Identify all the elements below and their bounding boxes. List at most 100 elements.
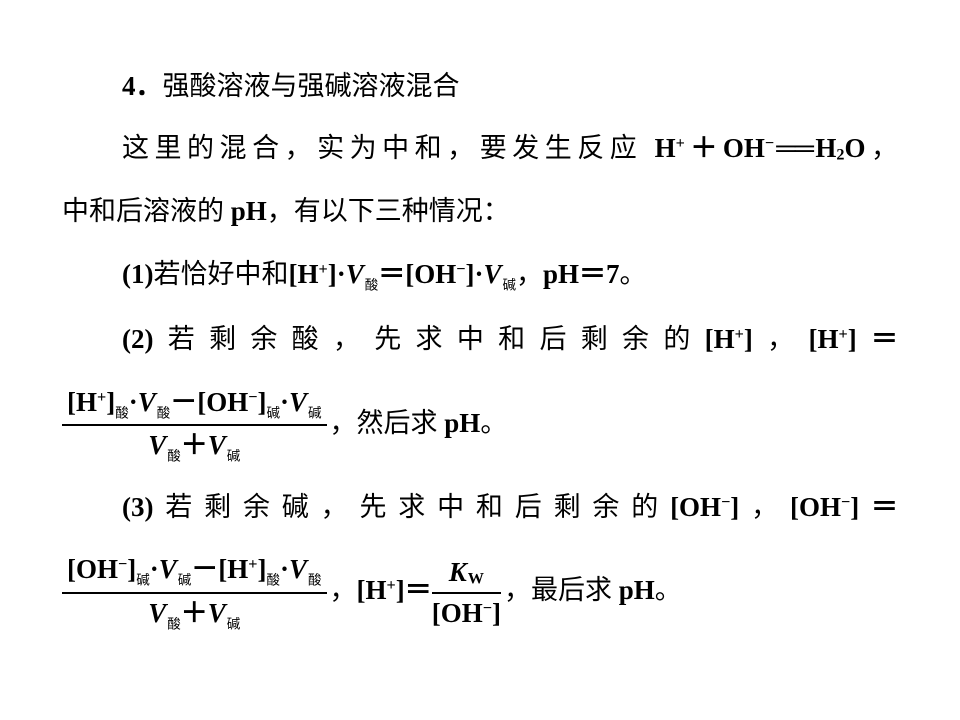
case-1-line: (1)若恰好中和[H+]·V酸＝[OH−]·V碱，pH＝7。 bbox=[62, 258, 898, 294]
cn-subscript-text: 碱 bbox=[266, 405, 281, 420]
formula-text: ] bbox=[730, 491, 740, 522]
formula-text: ＋ bbox=[684, 133, 723, 164]
formula-text: [OH bbox=[67, 554, 118, 585]
superscript-text: − bbox=[248, 387, 258, 406]
formula-text: ＋ bbox=[180, 430, 208, 461]
superscript-text: − bbox=[456, 259, 466, 278]
cn-subscript-text: 碱 bbox=[177, 572, 192, 588]
superscript-text: + bbox=[386, 576, 396, 595]
fraction-numerator: KW bbox=[431, 556, 501, 594]
variable-text: V bbox=[207, 597, 226, 628]
body-text: ， bbox=[739, 491, 790, 522]
formula-text: [H bbox=[288, 258, 319, 289]
formula-text: ＝ bbox=[378, 258, 406, 289]
superscript-text: + bbox=[318, 259, 328, 278]
fraction: KW[OH−] bbox=[431, 556, 501, 629]
heading-line: 4．强酸溶液与强碱溶液混合 bbox=[62, 70, 898, 102]
variable-text: V bbox=[137, 386, 156, 417]
body-text: 。 bbox=[619, 258, 647, 289]
formula-text: · bbox=[280, 554, 290, 585]
body-text: ， bbox=[752, 324, 809, 355]
cn-subscript-text: 碱 bbox=[226, 448, 241, 464]
superscript-text: − bbox=[764, 134, 775, 153]
formula-text: H bbox=[654, 133, 676, 164]
variable-text: V bbox=[148, 597, 167, 628]
cn-subscript-text: 酸 bbox=[167, 448, 181, 464]
subscript-text: W bbox=[467, 569, 484, 588]
superscript-text: + bbox=[248, 555, 258, 574]
formula-text: ] bbox=[257, 554, 267, 585]
fraction-numerator: [H+]酸·V酸－[OH−]碱·V碱 bbox=[62, 386, 327, 427]
cn-subscript-text: 酸 bbox=[364, 277, 379, 293]
formula-text: ]＝ bbox=[395, 574, 432, 605]
formula-text: pH bbox=[618, 574, 655, 605]
body-text: 。 bbox=[654, 574, 682, 605]
body-text: ， bbox=[865, 133, 899, 164]
formula-text: pH bbox=[230, 196, 267, 227]
formula-text: [H bbox=[218, 554, 249, 585]
body-text: ， bbox=[329, 574, 357, 605]
superscript-text: − bbox=[482, 599, 492, 618]
variable-text: V bbox=[158, 554, 177, 585]
cn-subscript-text: 酸 bbox=[115, 405, 129, 420]
formula-text: 4． bbox=[122, 71, 163, 101]
formula-text: ] bbox=[257, 386, 267, 417]
cn-subscript-text: 碱 bbox=[136, 572, 150, 588]
superscript-text: − bbox=[118, 555, 128, 574]
formula-text: ] bbox=[847, 324, 857, 355]
body-text: 这里的混合，实为中和，要发生反应 bbox=[122, 133, 655, 164]
body-text: 若恰好中和 bbox=[153, 258, 289, 289]
fraction-denominator: [OH−] bbox=[432, 594, 501, 629]
formula-text: ] bbox=[492, 597, 501, 628]
superscript-text: + bbox=[734, 325, 744, 344]
formula-text: － bbox=[170, 386, 198, 417]
superscript-text: + bbox=[838, 325, 848, 344]
cn-subscript-text: 酸 bbox=[167, 616, 181, 632]
formula-text: ＝ bbox=[859, 491, 899, 522]
body-text: 若剩余酸，先求中和后剩余的 bbox=[153, 324, 705, 355]
fraction-denominator: V酸＋V碱 bbox=[62, 426, 327, 465]
formula-text: H bbox=[815, 133, 837, 164]
formula-text: pH＝7 bbox=[542, 258, 620, 289]
variable-text: V bbox=[289, 386, 308, 417]
fraction-denominator: V酸＋V碱 bbox=[62, 594, 327, 633]
variable-text: V bbox=[289, 554, 308, 585]
formula-text: ] bbox=[127, 554, 137, 585]
superscript-text: + bbox=[675, 134, 685, 153]
formula-text: [OH bbox=[431, 597, 483, 628]
formula-text: O bbox=[844, 133, 866, 164]
body-text: 若剩余碱，先求中和后剩余的 bbox=[153, 491, 671, 522]
subscript-text: 2 bbox=[836, 145, 845, 164]
body-text: 中和后溶液的 bbox=[62, 196, 231, 227]
cn-subscript-text: 碱 bbox=[502, 277, 516, 293]
case-3-intro-line: (3)若剩余碱，先求中和后剩余的[OH−]，[OH−]＝ bbox=[62, 491, 898, 523]
body-text: ， bbox=[515, 258, 543, 289]
formula-text: [OH bbox=[670, 491, 722, 522]
variable-text: V bbox=[345, 258, 364, 289]
formula-text: ＝ bbox=[856, 324, 898, 355]
cn-subscript-text: 碱 bbox=[308, 405, 322, 420]
body-text: 。 bbox=[480, 407, 508, 438]
formula-text: · bbox=[128, 386, 138, 417]
body-text: ，然后求 bbox=[329, 407, 445, 438]
formula-text: OH bbox=[722, 133, 765, 164]
formula-text: ] bbox=[106, 386, 116, 417]
formula-text: ]· bbox=[465, 258, 484, 289]
variable-text: V bbox=[207, 430, 226, 461]
formula-text: [H bbox=[808, 324, 839, 355]
body-text: ，有以下三种情况： bbox=[266, 196, 510, 227]
cn-subscript-text: 酸 bbox=[156, 405, 171, 420]
formula-text: pH bbox=[444, 407, 481, 438]
fraction-numerator: [OH−]碱·V碱－[H+]酸·V酸 bbox=[62, 553, 327, 594]
superscript-text: − bbox=[840, 492, 851, 511]
intro-line-2: 中和后溶液的 pH，有以下三种情况： bbox=[62, 195, 898, 227]
formula-text: ]· bbox=[327, 258, 346, 289]
slide-content: 4．强酸溶液与强碱溶液混合这里的混合，实为中和，要发生反应 H+＋OH−══H2… bbox=[62, 70, 898, 632]
formula-text: [H bbox=[704, 324, 735, 355]
